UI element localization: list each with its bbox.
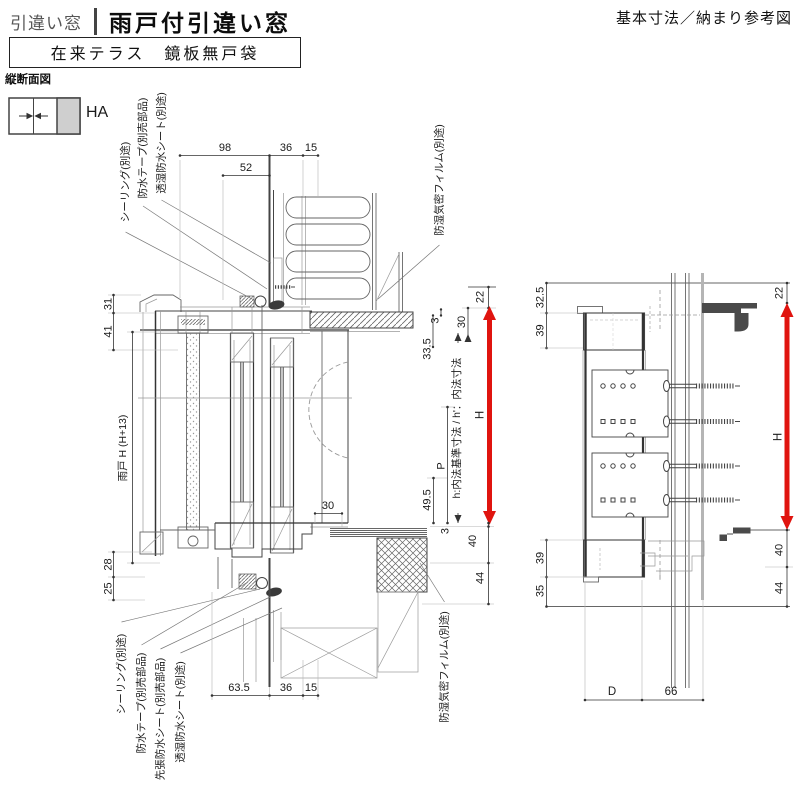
sealing-bead xyxy=(266,587,282,597)
right-dimensions: 32.5 39 39 35 22 H 40 44 D xyxy=(535,281,794,702)
shutter-case-head xyxy=(577,303,757,351)
dim-35: 35 xyxy=(535,585,547,597)
insulation-loop xyxy=(285,196,371,219)
shutter-case-sill xyxy=(582,527,790,583)
slide-arrows-icon xyxy=(19,112,48,120)
handle-swing-arc xyxy=(308,361,349,459)
spec-box: 在来テラス 鏡板無戸袋 xyxy=(9,37,301,68)
window-frame xyxy=(138,305,352,556)
dim-44-left: 44 xyxy=(475,572,487,584)
label-sheet-top: 透湿防水シート(別途) xyxy=(155,92,168,194)
page-title: 雨戸付引違い窓 xyxy=(109,10,291,36)
right-section-drawing: 32.5 39 39 35 22 H 40 44 D xyxy=(535,273,794,702)
label-sealing-bottom: シーリング(別途) xyxy=(115,634,128,715)
head-flashing-hook xyxy=(702,303,757,332)
fixing-plate xyxy=(591,452,669,518)
mounting-screws xyxy=(663,380,740,506)
dim-33-5: 33.5 xyxy=(422,338,434,359)
dim-63-5: 63.5 xyxy=(228,682,249,694)
plan-code-label: HA xyxy=(86,104,109,121)
dim-36-bottom: 36 xyxy=(280,682,292,694)
dim-36-top: 36 xyxy=(280,142,292,154)
dim-39-bottom: 39 xyxy=(535,552,547,564)
dim-41: 41 xyxy=(103,325,115,337)
wall-structure-top xyxy=(268,155,403,312)
dim-44-right: 44 xyxy=(774,582,786,594)
sealing-bead xyxy=(268,300,285,310)
dim-D: D xyxy=(608,686,616,698)
height-arrow-head-bottom xyxy=(780,516,794,530)
dim-3-lower: 3 xyxy=(440,528,452,534)
dim-28: 28 xyxy=(103,558,115,570)
dim-66: 66 xyxy=(665,686,678,698)
dimension-sill-30: 30 xyxy=(313,500,344,527)
plate-holes xyxy=(600,383,636,503)
shutter-bottom-rail xyxy=(177,526,209,549)
foundation-bottom xyxy=(243,558,419,687)
fixing-plate xyxy=(591,369,669,438)
label-sheet-bottom: 透湿防水シート(別途) xyxy=(174,661,187,763)
insulation-loop xyxy=(285,223,371,246)
dim-30: 30 xyxy=(456,316,468,328)
dim-22-right: 22 xyxy=(774,287,786,299)
shutter-panel xyxy=(186,332,200,531)
shutter-pocket-cell xyxy=(56,97,81,135)
interior-head-trim xyxy=(309,311,414,329)
window-sill xyxy=(139,522,428,597)
page-header: 引違い窓 雨戸付引違い窓 xyxy=(10,4,291,38)
label-tape-bottom: 防水テープ(別売部品) xyxy=(135,653,148,754)
reference-note: 基本寸法／納まり参考図 xyxy=(615,10,792,27)
dim-P: P xyxy=(436,462,448,469)
dim-15-bottom: 15 xyxy=(305,682,317,694)
window-category-label: 引違い窓 xyxy=(10,13,82,33)
height-arrow-head-top xyxy=(780,303,794,317)
window-type-icon: HA xyxy=(8,97,109,135)
dim-22-left: 22 xyxy=(475,291,487,303)
dim-52: 52 xyxy=(240,162,252,174)
dim-98: 98 xyxy=(219,142,231,154)
label-tape-top: 防水テープ(別売部品) xyxy=(136,98,149,199)
waterproof-tape-pad xyxy=(239,295,255,308)
label-film-bottom: 防湿気密フィルム(別途) xyxy=(438,611,451,723)
insulation-loop xyxy=(285,250,371,273)
dimensions-right: 22 30 3 33.5 h:内法基準寸法 / h'：内法寸法 P 49.5 xyxy=(422,285,496,606)
height-arrow-head-bottom xyxy=(483,511,496,525)
dim-H-right: H xyxy=(773,433,785,441)
dim-39-top: 39 xyxy=(535,324,547,336)
dimensions-left: 31 41 雨戸 H (H+13) 28 25 xyxy=(103,293,178,602)
dim-H-left: H xyxy=(475,411,487,419)
sill-flashing xyxy=(719,527,751,541)
insulation-loop xyxy=(285,277,371,300)
window-head xyxy=(139,294,414,334)
height-arrow-head-top xyxy=(483,306,496,320)
dim-40-right: 40 xyxy=(774,544,786,556)
label-sealing-top: シーリング(別途) xyxy=(119,142,132,223)
floor-board-edge xyxy=(330,528,427,537)
waterproof-tape-pad xyxy=(238,573,257,590)
dimensions-top: 98 36 15 52 xyxy=(178,142,320,300)
label-film-top: 防湿気密フィルム(別途) xyxy=(433,124,446,236)
section-type-label: 縦断面図 xyxy=(5,74,51,86)
dim-shutter-height: 雨戸 H (H+13) xyxy=(117,415,129,482)
sealing-backer xyxy=(254,295,267,308)
left-section-drawing: シーリング(別途) 防水テープ(別売部品) 透湿防水シート(別途) 防湿気密フィ… xyxy=(103,92,496,780)
masonry-hatch-block xyxy=(376,537,428,593)
dim-32-5: 32.5 xyxy=(535,287,547,308)
dim-25: 25 xyxy=(103,582,115,594)
wall-lines xyxy=(659,273,704,688)
sealing-backer xyxy=(256,577,268,589)
dim-31: 31 xyxy=(103,298,115,310)
dim-40-left: 40 xyxy=(467,535,479,547)
dimensions-bottom: 63.5 36 15 xyxy=(210,592,320,700)
material-labels: シーリング(別途) 防水テープ(別売部品) 透湿防水シート(別途) 防湿気密フィ… xyxy=(115,92,451,780)
dim-inner-height-note: h:内法基準寸法 / h'：内法寸法 xyxy=(450,358,463,499)
dim-15-top: 15 xyxy=(305,142,317,154)
title-divider xyxy=(94,7,97,35)
dim-3-upper: 3 xyxy=(430,317,442,323)
label-presheet-bottom: 先張防水シート(別売部品) xyxy=(154,658,167,781)
shutter-wheel xyxy=(187,535,199,547)
shutter-case-body xyxy=(582,350,740,540)
dim-30-sill: 30 xyxy=(322,500,334,512)
dim-49-5: 49.5 xyxy=(422,489,434,510)
